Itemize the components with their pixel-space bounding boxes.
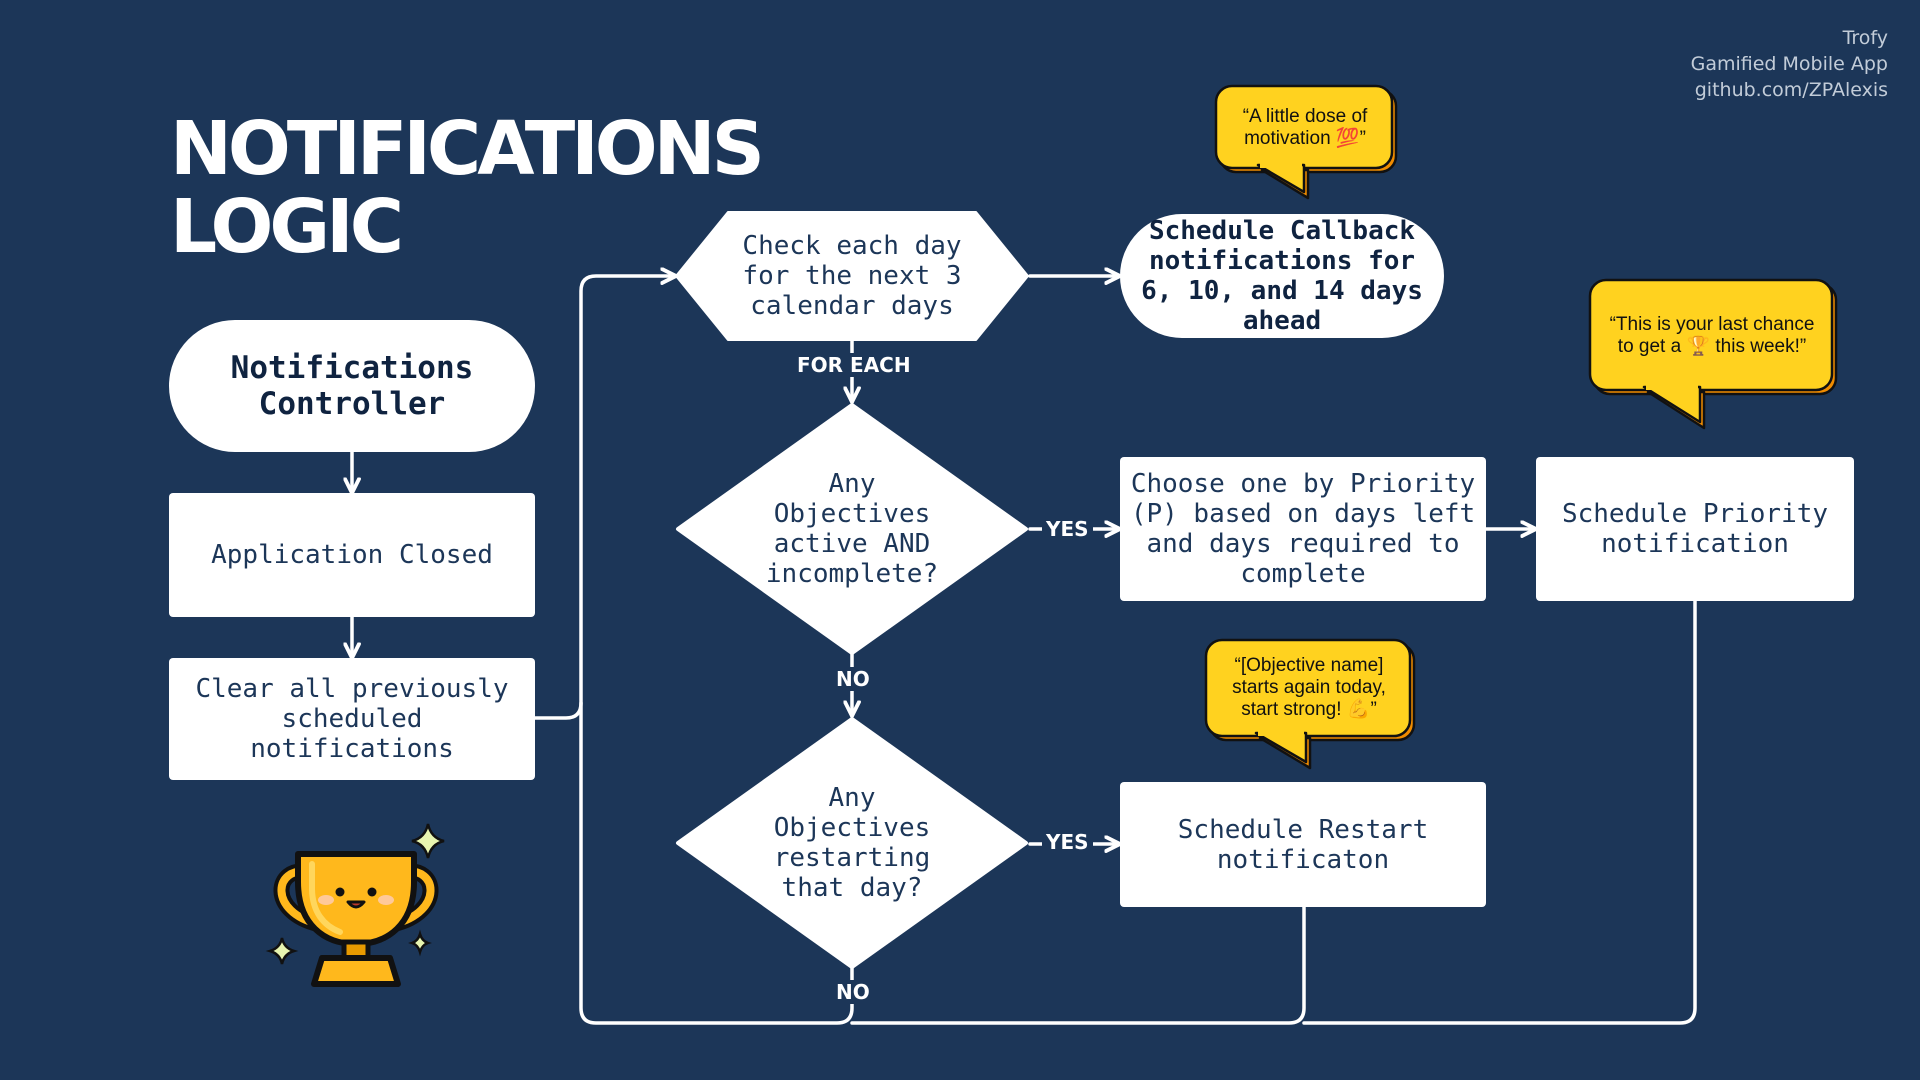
bubble-shape (1588, 278, 1838, 430)
page-title: NOTIFICATIONS LOGIC (170, 106, 765, 270)
node-choose-priority: Choose one by Priority (P) based on days… (1120, 457, 1486, 601)
node-any-active-decision: Any Objectives active AND incomplete? (674, 402, 1030, 656)
sparkle-icon (265, 937, 299, 965)
edge-loop-no (579, 701, 854, 1025)
node-schedule-restart: Schedule Restart notificaton (1120, 782, 1486, 907)
bubble-shape (1214, 84, 1398, 200)
node-any-active-label: Any Objectives active AND incomplete? (765, 469, 939, 589)
credit-subtitle: Gamified Mobile App (1690, 53, 1888, 75)
label-no-active: NO (832, 667, 874, 691)
label-yes-restarting: YES (1042, 830, 1093, 854)
bubble-motivation-text: “A little dose of motivation 💯” (1242, 106, 1368, 149)
node-check-each-day: Check each day for the next 3 calendar d… (674, 210, 1030, 342)
bubble-restart-text: “[Objective name] starts again today, st… (1232, 655, 1386, 720)
bubble-last-chance-text: “This is your last chance to get a 🏆 thi… (1609, 314, 1815, 357)
node-application-closed: Application Closed (169, 493, 535, 617)
trophy-icon (265, 823, 445, 987)
node-controller-label: Notifications Controller (230, 350, 474, 422)
node-clear-notifications: Clear all previously scheduled notificat… (169, 658, 535, 780)
node-notifications-controller: Notifications Controller (169, 320, 535, 452)
credits: Trofy Gamified Mobile App github.com/ZPA… (1691, 25, 1888, 103)
speech-bubble-motivation: “A little dose of motivation 💯” (1214, 84, 1404, 200)
sparkle-icon (408, 929, 432, 957)
node-any-restarting-decision: Any Objectives restarting that day? (674, 716, 1030, 970)
edge-loop-priority (1302, 599, 1697, 1025)
node-schedule-priority: Schedule Priority notification (1536, 457, 1854, 601)
diamond-shape (676, 403, 1028, 655)
title-line-2: LOGIC (170, 184, 404, 270)
node-schedule-callback-label: Schedule Callback notifications for 6, 1… (1141, 216, 1423, 336)
speech-bubble-restart: “[Objective name] starts again today, st… (1204, 638, 1422, 770)
node-schedule-priority-label: Schedule Priority notification (1561, 499, 1829, 559)
label-no-restarting: NO (832, 980, 874, 1004)
edge-loop-restart (850, 905, 1306, 1025)
node-check-each-day-label: Check each day for the next 3 calendar d… (742, 231, 962, 321)
node-any-restarting-label: Any Objectives restarting that day? (773, 783, 931, 903)
trophy-illustration (260, 820, 460, 1004)
speech-bubble-last-chance: “This is your last chance to get a 🏆 thi… (1588, 278, 1842, 430)
edge-clear-to-check (533, 276, 678, 720)
label-yes-active: YES (1042, 517, 1093, 541)
node-app-closed-label: Application Closed (211, 540, 493, 570)
hexagon-shape (675, 211, 1029, 341)
node-clear-label: Clear all previously scheduled notificat… (195, 674, 509, 764)
diamond-shape (676, 717, 1028, 969)
credit-app-name: Trofy (1842, 27, 1888, 49)
label-for-each: FOR EACH (793, 353, 915, 377)
node-schedule-callback: Schedule Callback notifications for 6, 1… (1120, 214, 1444, 338)
bubble-shape (1204, 638, 1416, 770)
title-line-1: NOTIFICATIONS (170, 106, 765, 192)
credit-repo-link: github.com/ZPAlexis (1694, 79, 1888, 101)
sparkle-icon (411, 823, 445, 859)
node-choose-priority-label: Choose one by Priority (P) based on days… (1130, 469, 1476, 589)
node-schedule-restart-label: Schedule Restart notificaton (1177, 814, 1429, 875)
